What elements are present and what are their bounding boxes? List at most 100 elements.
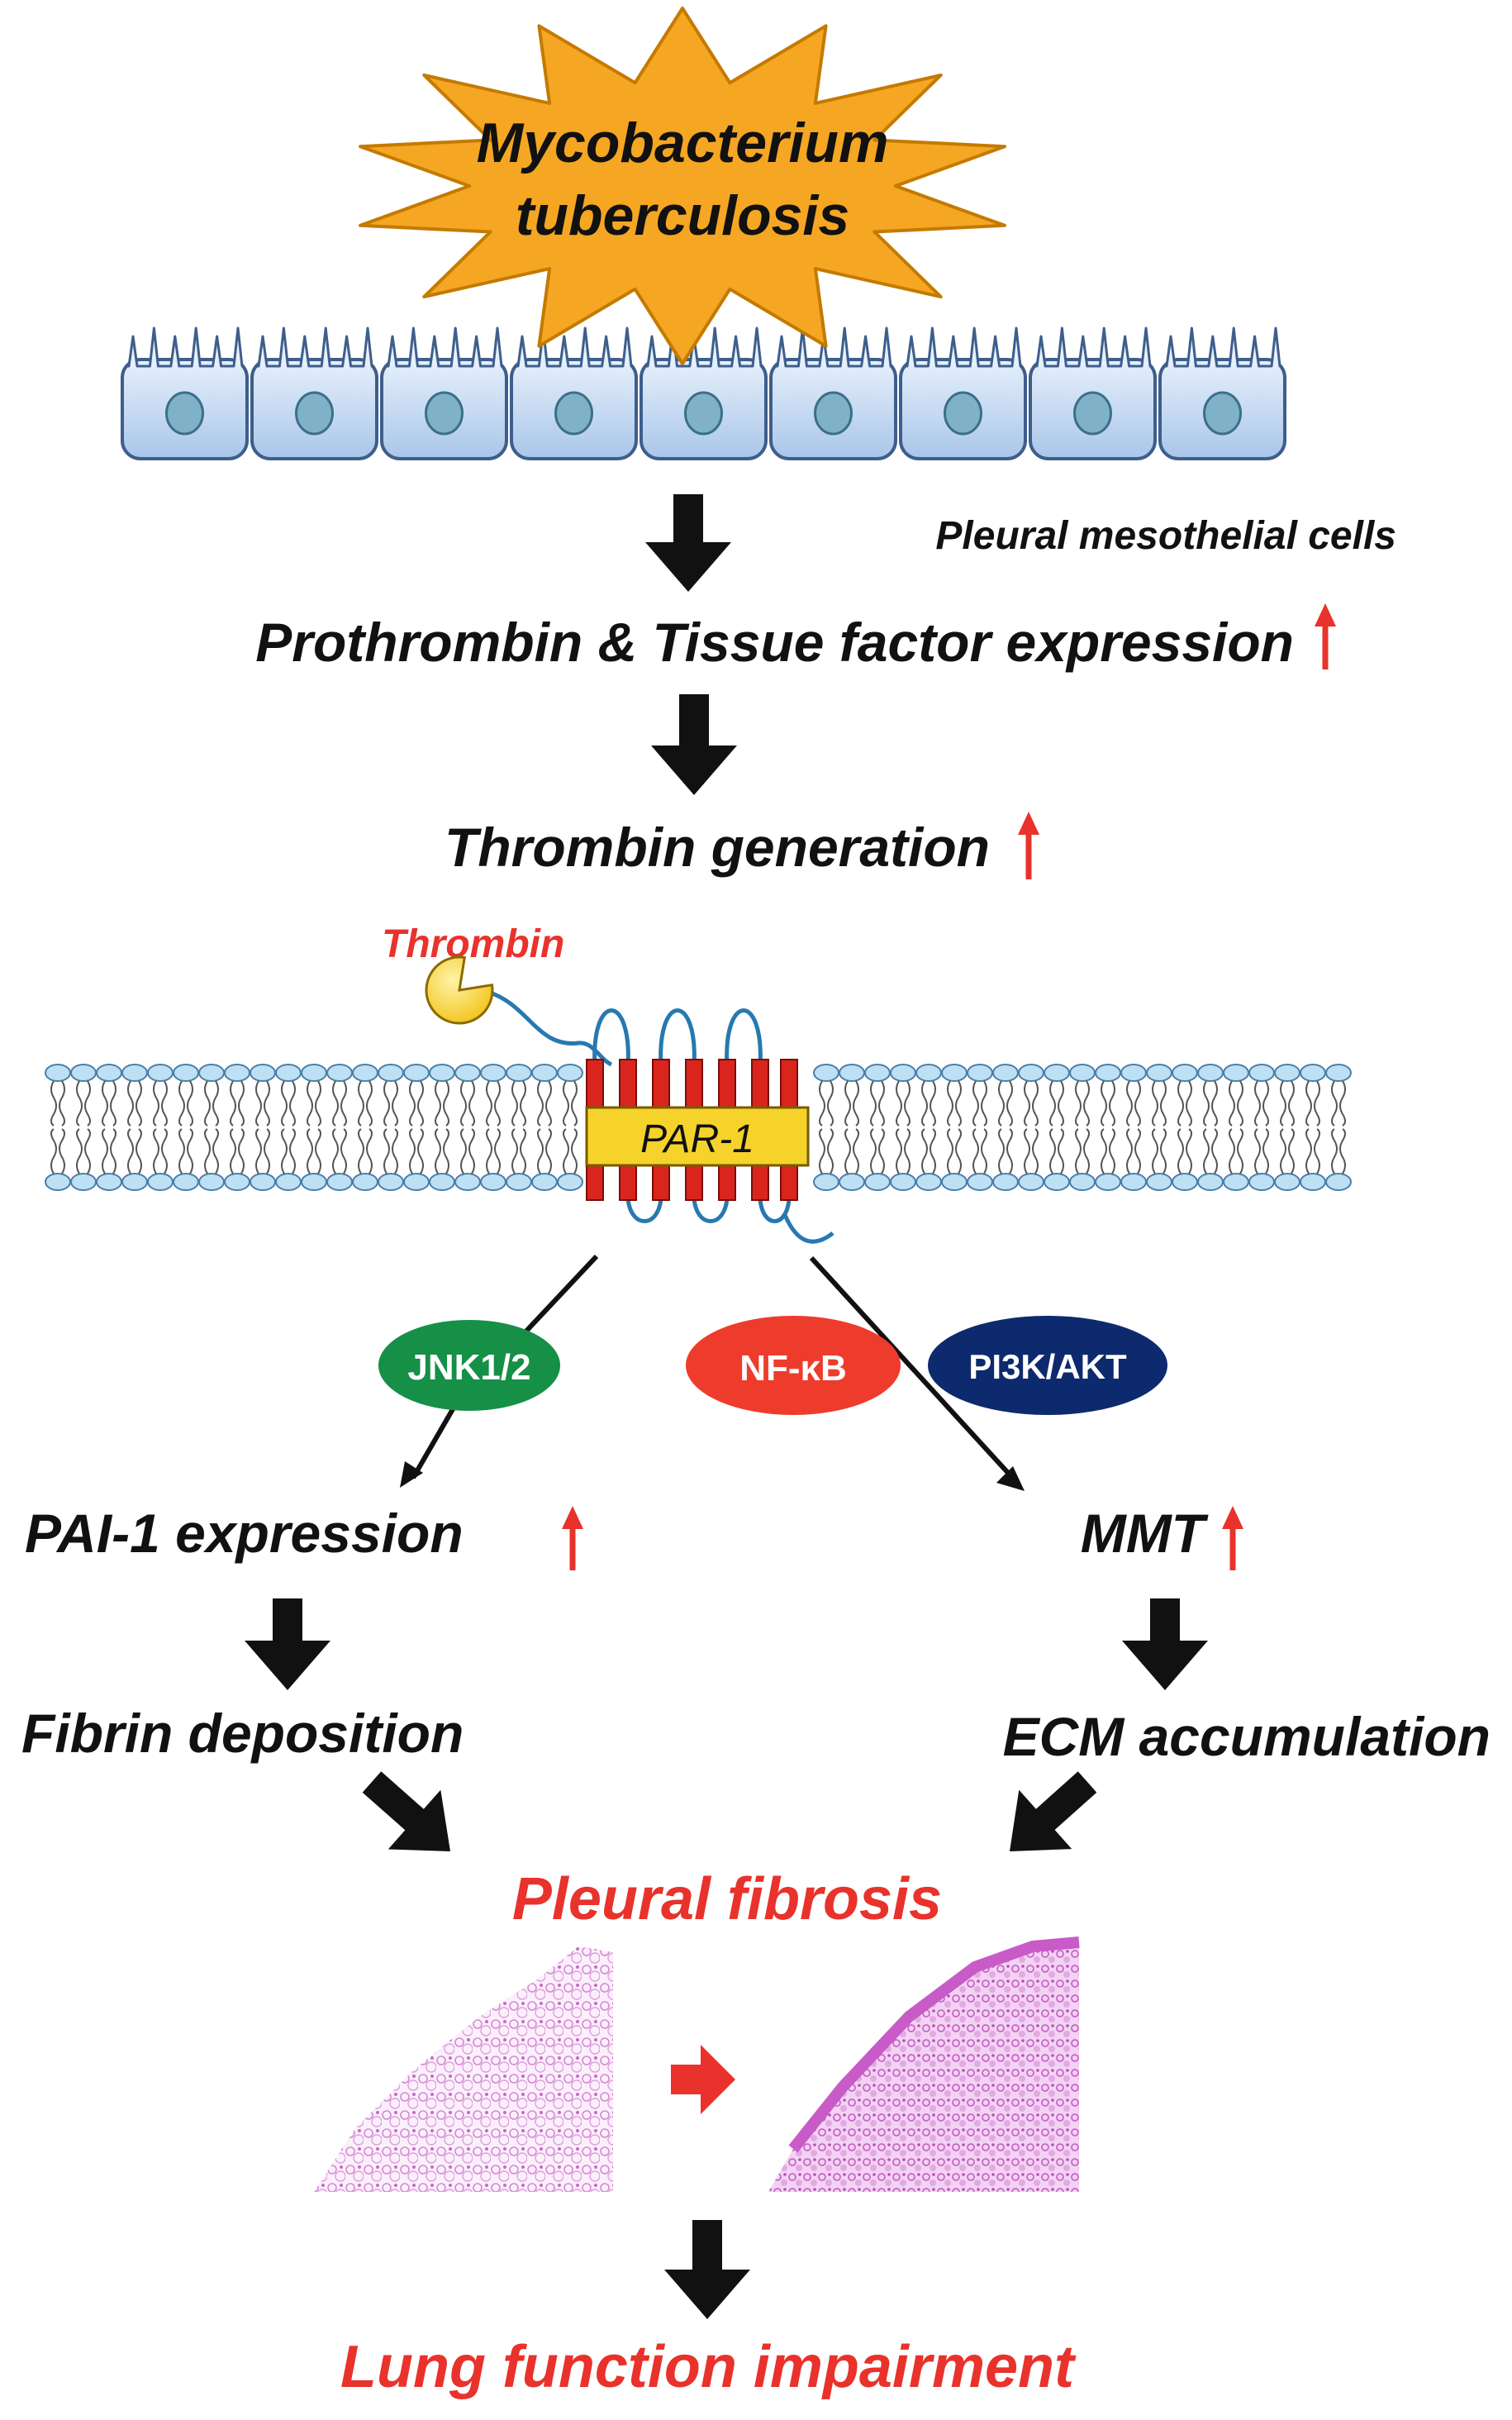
up-arrow-icon [562,1506,583,1570]
diagonal-arrow-icon [1010,1771,1097,1851]
down-arrow-icon [651,694,737,795]
lipid [531,1064,558,1191]
lipid [1095,1064,1121,1191]
fibrotic-pleura-thickened-edge [788,1936,1080,2153]
mesothelial-cell [640,326,768,460]
lipid [224,1064,250,1191]
lipid [121,1064,148,1191]
up-arrow-icon [1315,603,1336,669]
prothrombin-tf-text: Prothrombin & Tissue factor expression [255,612,1294,673]
lipid [429,1064,455,1191]
lipid [890,1064,916,1191]
lipid [915,1064,942,1191]
mesothelial-cell [510,326,638,460]
lipid [70,1064,97,1191]
down-arrow-icon [664,2220,750,2319]
lipid [1172,1064,1198,1191]
receptor-loops [592,1008,792,1223]
thrombin-molecule-icon [425,955,494,1025]
cell-nucleus [1203,391,1242,436]
cell-nucleus [814,391,853,436]
nfkb-label: NF-κB [739,1348,847,1389]
lipid [992,1064,1019,1191]
lipid [275,1064,302,1191]
lipid [1248,1064,1275,1191]
receptor-c-terminal-tail [782,1214,834,1244]
lipid [1300,1064,1326,1191]
cell-membrane-bilayer [45,1064,1352,1191]
mmt-text: MMT [1081,1503,1209,1564]
pai1-expression-text: PAI-1 expression [25,1503,464,1564]
up-arrow-icon [1018,812,1039,879]
jnk-oval: JNK1/2 [378,1320,560,1411]
cell-nucleus [684,391,723,436]
diagonal-arrow-icon [362,1771,450,1851]
lipid [173,1064,199,1191]
mesothelial-cell [1158,326,1286,460]
mesothelial-cell [250,326,378,460]
normal-pleura-histology-image [314,1946,613,2192]
cell-nucleus [1073,391,1112,436]
down-arrow-icon [645,494,731,592]
lipid [378,1064,404,1191]
cell-nucleus [554,391,593,436]
mesothelial-cell-layer [121,326,1286,460]
pi3k-label: PI3K/AKT [968,1347,1127,1386]
lipid [250,1064,276,1191]
cell-nucleus [295,391,334,436]
receptor-label-box [585,1106,810,1167]
jnk-label: JNK1/2 [407,1347,530,1388]
nfkb-oval: NF-κB [686,1316,901,1415]
mycobacterium-burst: Mycobacterium tuberculosis [359,7,1006,365]
receptor-label: PAR-1 [640,1117,754,1161]
mesothelial-cell [1029,326,1157,460]
lipid [352,1064,378,1191]
lipid [941,1064,968,1191]
thrombin-generation-text: Thrombin generation [445,817,990,878]
lipid [1274,1064,1300,1191]
pi3k-oval: PI3K/AKT [928,1316,1167,1415]
lipid [967,1064,993,1191]
lipid [1044,1064,1070,1191]
pathogen-name-line1: Mycobacterium [477,112,889,174]
fibrin-deposition-text: Fibrin deposition [21,1703,464,1764]
mesothelial-cell [899,326,1027,460]
cell-nucleus [165,391,204,436]
receptor-n-terminal-tail [487,989,613,1067]
lipid [1325,1064,1352,1191]
thrombin-ligand-label: Thrombin [382,922,564,966]
lipid [1120,1064,1147,1191]
lung-function-impairment-text: Lung function impairment [340,2334,1077,2400]
diagonal-arrow-icon [809,1255,1025,1491]
lipid [147,1064,174,1191]
diagonal-arrow-icon [400,1408,455,1488]
lipid [480,1064,506,1191]
lipid [1146,1064,1172,1191]
lipid [813,1064,839,1191]
lipid [301,1064,327,1191]
lipid [454,1064,481,1191]
lipid [506,1064,532,1191]
down-arrow-icon [1122,1598,1208,1690]
lipid [96,1064,122,1191]
mesothelial-cell [380,326,508,460]
lipid [1069,1064,1096,1191]
lipid [403,1064,430,1191]
lipid [198,1064,225,1191]
lipid [839,1064,865,1191]
cells-label: Pleural mesothelial cells [935,514,1396,558]
mesothelial-cell [769,326,897,460]
lipid [864,1064,891,1191]
burst-star-shape [359,7,1006,365]
ecm-accumulation-text: ECM accumulation [1003,1706,1491,1767]
lipid [1197,1064,1224,1191]
pleural-fibrosis-text: Pleural fibrosis [512,1866,942,1932]
cell-nucleus [425,391,464,436]
cell-nucleus [944,391,982,436]
fibrotic-pleura-histology-image [768,1942,1079,2192]
pathogen-name-line2: tuberculosis [516,184,849,247]
lipid [1223,1064,1249,1191]
par1-receptor: PAR-1 [487,989,834,1244]
down-arrow-icon [245,1598,330,1690]
up-arrow-icon [1222,1506,1243,1570]
